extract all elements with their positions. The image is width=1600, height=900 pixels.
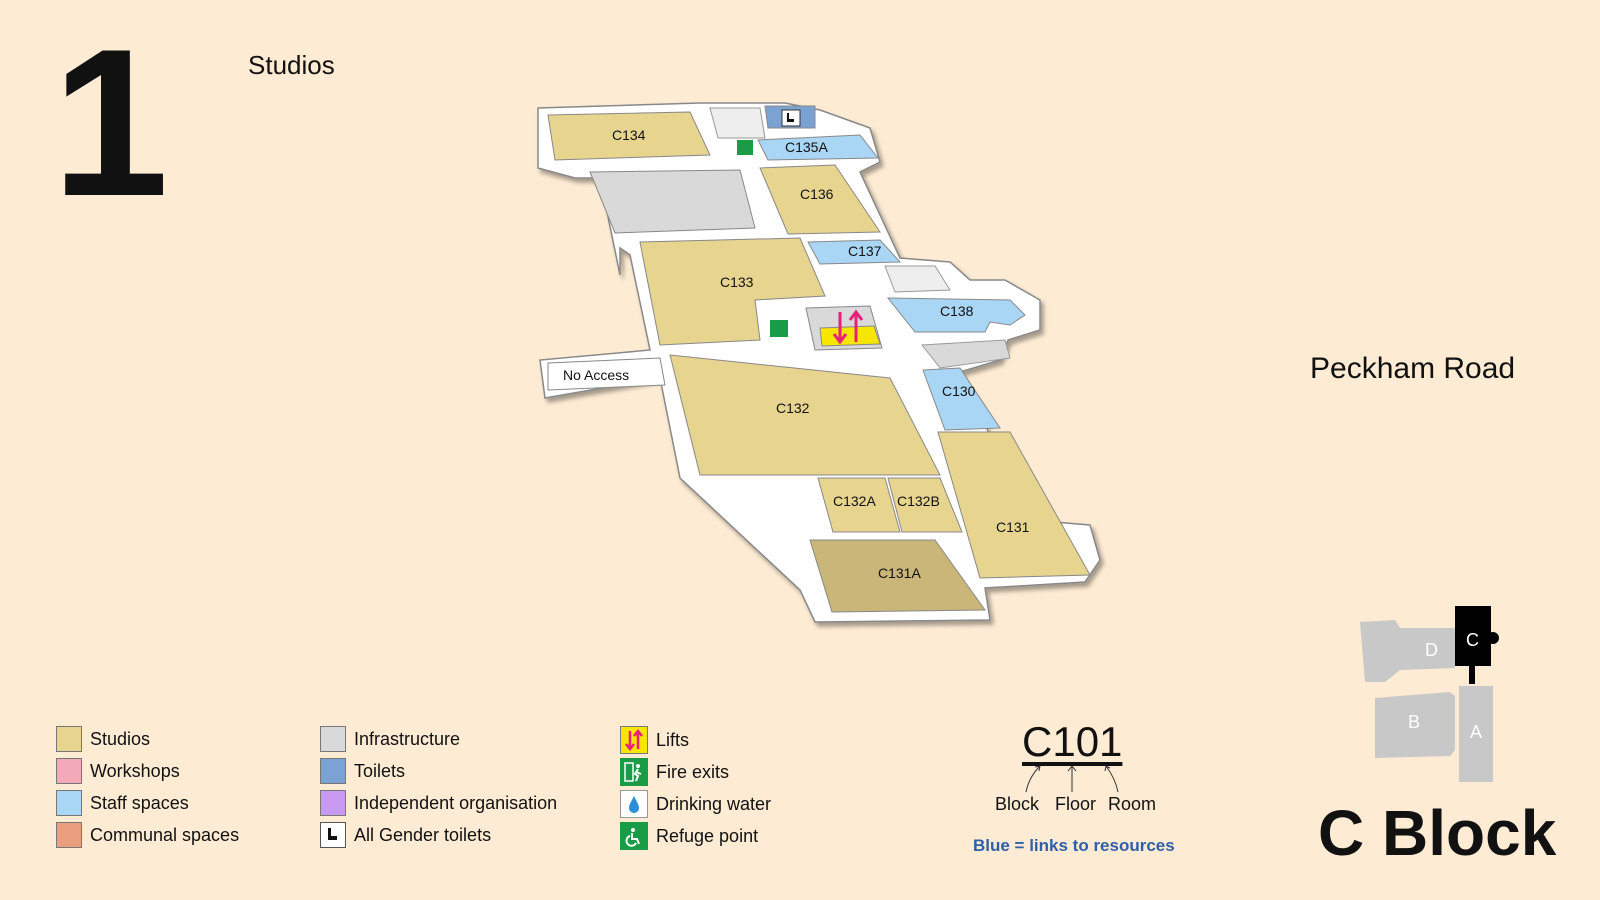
no-access-label: No Access <box>563 367 629 383</box>
key-block-a[interactable] <box>1459 686 1493 782</box>
room-c132b[interactable] <box>887 477 963 533</box>
legend-swatch-infrastructure <box>320 726 346 752</box>
room-c130[interactable] <box>922 367 1001 431</box>
key-block-c-link <box>1469 662 1475 684</box>
key-block-d[interactable] <box>1360 620 1455 682</box>
key-block-b-label: B <box>1408 712 1420 732</box>
legend-item-communal-spaces: Communal spaces <box>56 822 239 848</box>
block-title: C Block <box>1318 797 1557 869</box>
room-label-c136: C136 <box>800 186 834 202</box>
key-block-c-bulge <box>1487 632 1499 644</box>
legend-label-lifts: Lifts <box>656 729 690 750</box>
refuge-point-icon <box>620 822 648 850</box>
legend-label-toilets: Toilets <box>354 760 406 781</box>
toilet-icon <box>787 113 794 122</box>
room-label-c135a: C135A <box>785 139 828 155</box>
room-label-c131: C131 <box>996 519 1030 535</box>
resources-link-note[interactable]: Blue = links to resources <box>973 836 1175 855</box>
room-c131a[interactable] <box>809 539 986 613</box>
legend-item-fire-exits: Fire exits <box>620 758 729 786</box>
legend-item-refuge-point: Refuge point <box>620 822 758 850</box>
legend-label-workshops: Workshops <box>90 760 180 781</box>
legend-item-lifts: Lifts <box>620 726 689 754</box>
legend-swatch-toilets <box>320 758 346 784</box>
legend-item-studios: Studios <box>56 726 150 752</box>
legend-label-infrastructure: Infrastructure <box>354 728 461 749</box>
room-label-c132: C132 <box>776 400 810 416</box>
infrastructure-block-north <box>589 169 756 234</box>
lifts[interactable] <box>819 325 881 347</box>
room-c134[interactable] <box>547 111 711 161</box>
key-block-c[interactable] <box>1455 606 1491 666</box>
legend-label-all-gender-toilets: All Gender toilets <box>354 824 492 845</box>
campus-key-map: D C B A <box>1360 606 1499 782</box>
floor-title: Studios <box>248 50 335 80</box>
legend-label-studios: Studios <box>90 728 151 749</box>
room-code-part-block: Block <box>995 794 1040 814</box>
legend-item-workshops: Workshops <box>56 758 180 784</box>
stairs-east <box>884 265 951 293</box>
fire-exit-marker-north <box>737 140 753 155</box>
no-access-corridor <box>547 357 666 391</box>
legend-item-all-gender-toilets: All Gender toilets <box>320 822 491 848</box>
room-label-c132b: C132B <box>897 493 940 509</box>
room-c132a[interactable] <box>817 477 901 533</box>
lift-arrows-icon <box>832 309 864 345</box>
room-c137[interactable] <box>807 239 902 265</box>
legend-item-drinking-water: Drinking water <box>620 790 771 818</box>
room-c132[interactable] <box>669 354 941 476</box>
drinking-water-icon <box>620 790 648 818</box>
lift-icon <box>620 726 648 754</box>
legend-swatch-independent-organisation <box>320 790 346 816</box>
room-c136[interactable] <box>759 164 881 235</box>
all-gender-toilet-marker-north <box>781 109 801 127</box>
floor-number: 1 <box>52 5 169 240</box>
legend-item-staff-spaces: Staff spaces <box>56 790 189 816</box>
legend-label-independent-organisation: Independent organisation <box>354 792 558 813</box>
legend-label-fire-exits: Fire exits <box>656 761 730 782</box>
room-label-c133: C133 <box>720 274 754 290</box>
legend-swatch-communal-spaces <box>56 822 82 848</box>
key-block-b[interactable] <box>1375 692 1455 758</box>
room-code-example: C101 <box>1022 718 1123 765</box>
key-block-c-label: C <box>1466 630 1479 650</box>
legend-label-refuge-point: Refuge point <box>656 825 759 846</box>
room-code-arrows <box>1025 765 1119 793</box>
room-label-c130: C130 <box>942 383 976 399</box>
stairs-north <box>709 107 766 139</box>
room-label-c134: C134 <box>612 127 646 143</box>
legend-item-independent-organisation: Independent organisation <box>320 790 557 816</box>
fire-exit-icon <box>620 758 648 786</box>
room-c135a[interactable] <box>757 134 880 161</box>
stairs-south-core <box>921 339 1011 369</box>
legend-swatch-studios <box>56 726 82 752</box>
room-label-c132a: C132A <box>833 493 876 509</box>
legend-item-infrastructure: Infrastructure <box>320 726 460 752</box>
toilet-icon <box>320 822 346 848</box>
room-c138[interactable] <box>886 297 1026 333</box>
room-code-part-floor: Floor <box>1055 794 1097 814</box>
room-code-part-room: Room <box>1108 794 1157 814</box>
room-c133[interactable] <box>639 237 826 346</box>
legend-label-staff-spaces: Staff spaces <box>90 792 189 813</box>
legend-item-toilets: Toilets <box>320 758 405 784</box>
legend-swatch-workshops <box>56 758 82 784</box>
legend-swatch-staff-spaces <box>56 790 82 816</box>
legend-label-communal-spaces: Communal spaces <box>90 824 240 845</box>
refuge-point-marker <box>770 320 788 337</box>
room-label-c131a: C131A <box>878 565 921 581</box>
room-label-c137: C137 <box>848 243 882 259</box>
key-block-a-label: A <box>1470 722 1482 742</box>
room-label-c138: C138 <box>940 303 974 319</box>
road-label: Peckham Road <box>1310 352 1516 385</box>
key-block-d-label: D <box>1425 640 1438 660</box>
legend-label-drinking-water: Drinking water <box>656 793 772 814</box>
room-c131[interactable] <box>937 431 1091 579</box>
